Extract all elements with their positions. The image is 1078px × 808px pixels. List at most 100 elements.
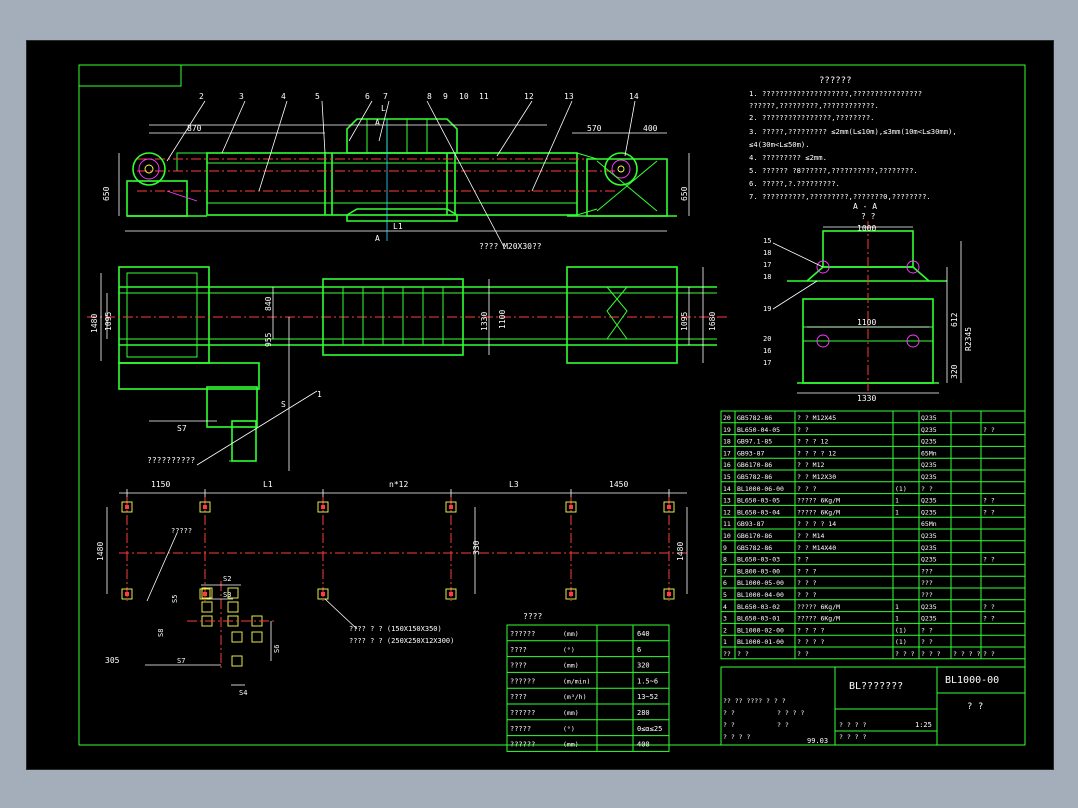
dim-n12: n*12 xyxy=(389,480,408,489)
balloon-8: 8 xyxy=(427,92,432,101)
dim-400: 400 xyxy=(643,124,658,133)
corner-stamp xyxy=(78,64,182,87)
foundation-pad xyxy=(121,588,133,600)
anchor-pad xyxy=(201,601,213,613)
dim-570: 570 xyxy=(587,124,602,133)
bom-cell: GB5782-86 xyxy=(737,414,772,422)
param-value: 6 xyxy=(637,646,641,654)
dim-l3: L3 xyxy=(509,480,519,489)
dim-s6: S6 xyxy=(273,645,281,653)
balloon-16: 16 xyxy=(763,347,771,355)
bom-cell: ????? 6Kg/M xyxy=(797,497,840,505)
dim-1000: 1000 xyxy=(857,224,876,233)
dim-L1: L1 xyxy=(393,222,403,231)
bom-cell: BL1000-02-00 xyxy=(737,626,784,634)
foundation-labels: 1150 L1 n*12 L3 1450 1480 1480 330 305 S… xyxy=(96,480,685,697)
dim-650-right: 650 xyxy=(680,186,689,201)
param-row: ??????(m/min)1.5~6 xyxy=(510,677,658,685)
balloon-20: 20 xyxy=(763,335,771,343)
bom-cell: 4 xyxy=(723,603,727,611)
param-unit: (°) xyxy=(563,646,575,654)
dim-612: 612 xyxy=(950,312,959,327)
drawing-code: BL1000-00 xyxy=(945,675,999,686)
param-value: 640 xyxy=(637,630,650,638)
scale: 1:25 xyxy=(915,721,932,729)
bom-cell: ??? xyxy=(921,591,933,599)
bom-cell: 9 xyxy=(723,544,727,552)
param-row: ????(mm)320 xyxy=(510,662,650,670)
bom-cell: Q235 xyxy=(921,603,937,611)
bom-cell: BL1000-04-00 xyxy=(737,591,784,599)
bom-cell: BL650-04-05 xyxy=(737,426,780,434)
balloon-9: 9 xyxy=(443,92,448,101)
dim-1100-sec: 1100 xyxy=(857,318,876,327)
bom-cell: 17 xyxy=(723,449,731,457)
note-line-3: 2. ????????????????,????????. xyxy=(749,113,875,122)
bom-cell: ??? xyxy=(921,567,933,575)
plan-view-labels: 1480 1095 840 955 1330 1100 1095 1680 S7… xyxy=(90,296,717,465)
bom-cell: Q235 xyxy=(921,544,937,552)
balloon-4: 4 xyxy=(281,92,286,101)
bom-cell: ? ? xyxy=(983,603,995,611)
section-a-a xyxy=(772,221,962,394)
bom-cell: 2 xyxy=(723,626,727,634)
bom-cell: ? ? xyxy=(921,638,933,646)
bom-cell: 20 xyxy=(723,414,731,422)
bom-cell: 12 xyxy=(723,508,731,516)
balloon-11: 11 xyxy=(479,92,489,101)
bom-cell: 6 xyxy=(723,579,727,587)
foundation-pad xyxy=(565,588,577,600)
plan-view xyxy=(87,266,727,471)
dim-870: 870 xyxy=(187,124,202,133)
dim-1330: 1330 xyxy=(480,312,489,331)
bom-cell: 65Mn xyxy=(921,520,937,528)
dim-305: 305 xyxy=(105,656,120,665)
dim-1150: 1150 xyxy=(151,480,170,489)
balloon-13: 13 xyxy=(564,92,574,101)
bom-cell: GB5782-86 xyxy=(737,544,772,552)
note-line-7: 5. ?????? ?8??????,??????????,????????. xyxy=(749,166,918,175)
bom-cell: 1 xyxy=(895,508,899,516)
dim-1480: 1480 xyxy=(90,314,99,333)
bom-cell: ? ? ? ? xyxy=(953,650,980,658)
bom-cell: ? ? ? xyxy=(797,579,817,587)
balloon-14: 14 xyxy=(629,92,639,101)
balloon-17b: 17 xyxy=(763,359,771,367)
bom-cell: BL650-03-05 xyxy=(737,497,780,505)
bom-cell: 65Mn xyxy=(921,449,937,457)
foundation-pad xyxy=(317,501,329,513)
bom-cell: ? ? xyxy=(983,426,995,434)
dim-s: S xyxy=(281,400,286,409)
anchor-label: ????? xyxy=(171,527,192,535)
param-row: ??????(mm)640 xyxy=(510,630,650,638)
bom-cell: BL650-03-02 xyxy=(737,603,780,611)
title-block xyxy=(720,666,1026,746)
param-row: ??????(mm)400 xyxy=(510,741,650,749)
bom-cell: ? ? M12X45 xyxy=(797,414,836,422)
bom-cell: ? ? ? ? xyxy=(797,638,824,646)
bom-cell: ? ? ? xyxy=(895,650,915,658)
bom-cell: 15 xyxy=(723,473,731,481)
section-subtitle: ? ? xyxy=(861,212,876,221)
technical-notes: ?????? 1. ????????????????????,?????????… xyxy=(749,76,957,201)
section-labels: A - A ? ? 1000 1100 1330 612 R2345 320 1… xyxy=(763,202,973,403)
foundation-pad xyxy=(121,501,133,513)
balloon-10: 10 xyxy=(459,92,469,101)
param-unit: (m/min) xyxy=(563,677,590,685)
bom-cell: GB97.1-85 xyxy=(737,438,772,446)
bom-cell: ?? xyxy=(723,650,731,658)
dim-s8: S8 xyxy=(157,629,165,637)
bom-cell: ? ? ? xyxy=(921,650,941,658)
dim-s2: S2 xyxy=(223,575,231,583)
bom-cell: 11 xyxy=(723,520,731,528)
bom-cell: Q235 xyxy=(921,461,937,469)
tb-cell-4: ? ? xyxy=(723,721,735,729)
bom-cell: 16 xyxy=(723,461,731,469)
dim-650-left: 650 xyxy=(102,186,111,201)
